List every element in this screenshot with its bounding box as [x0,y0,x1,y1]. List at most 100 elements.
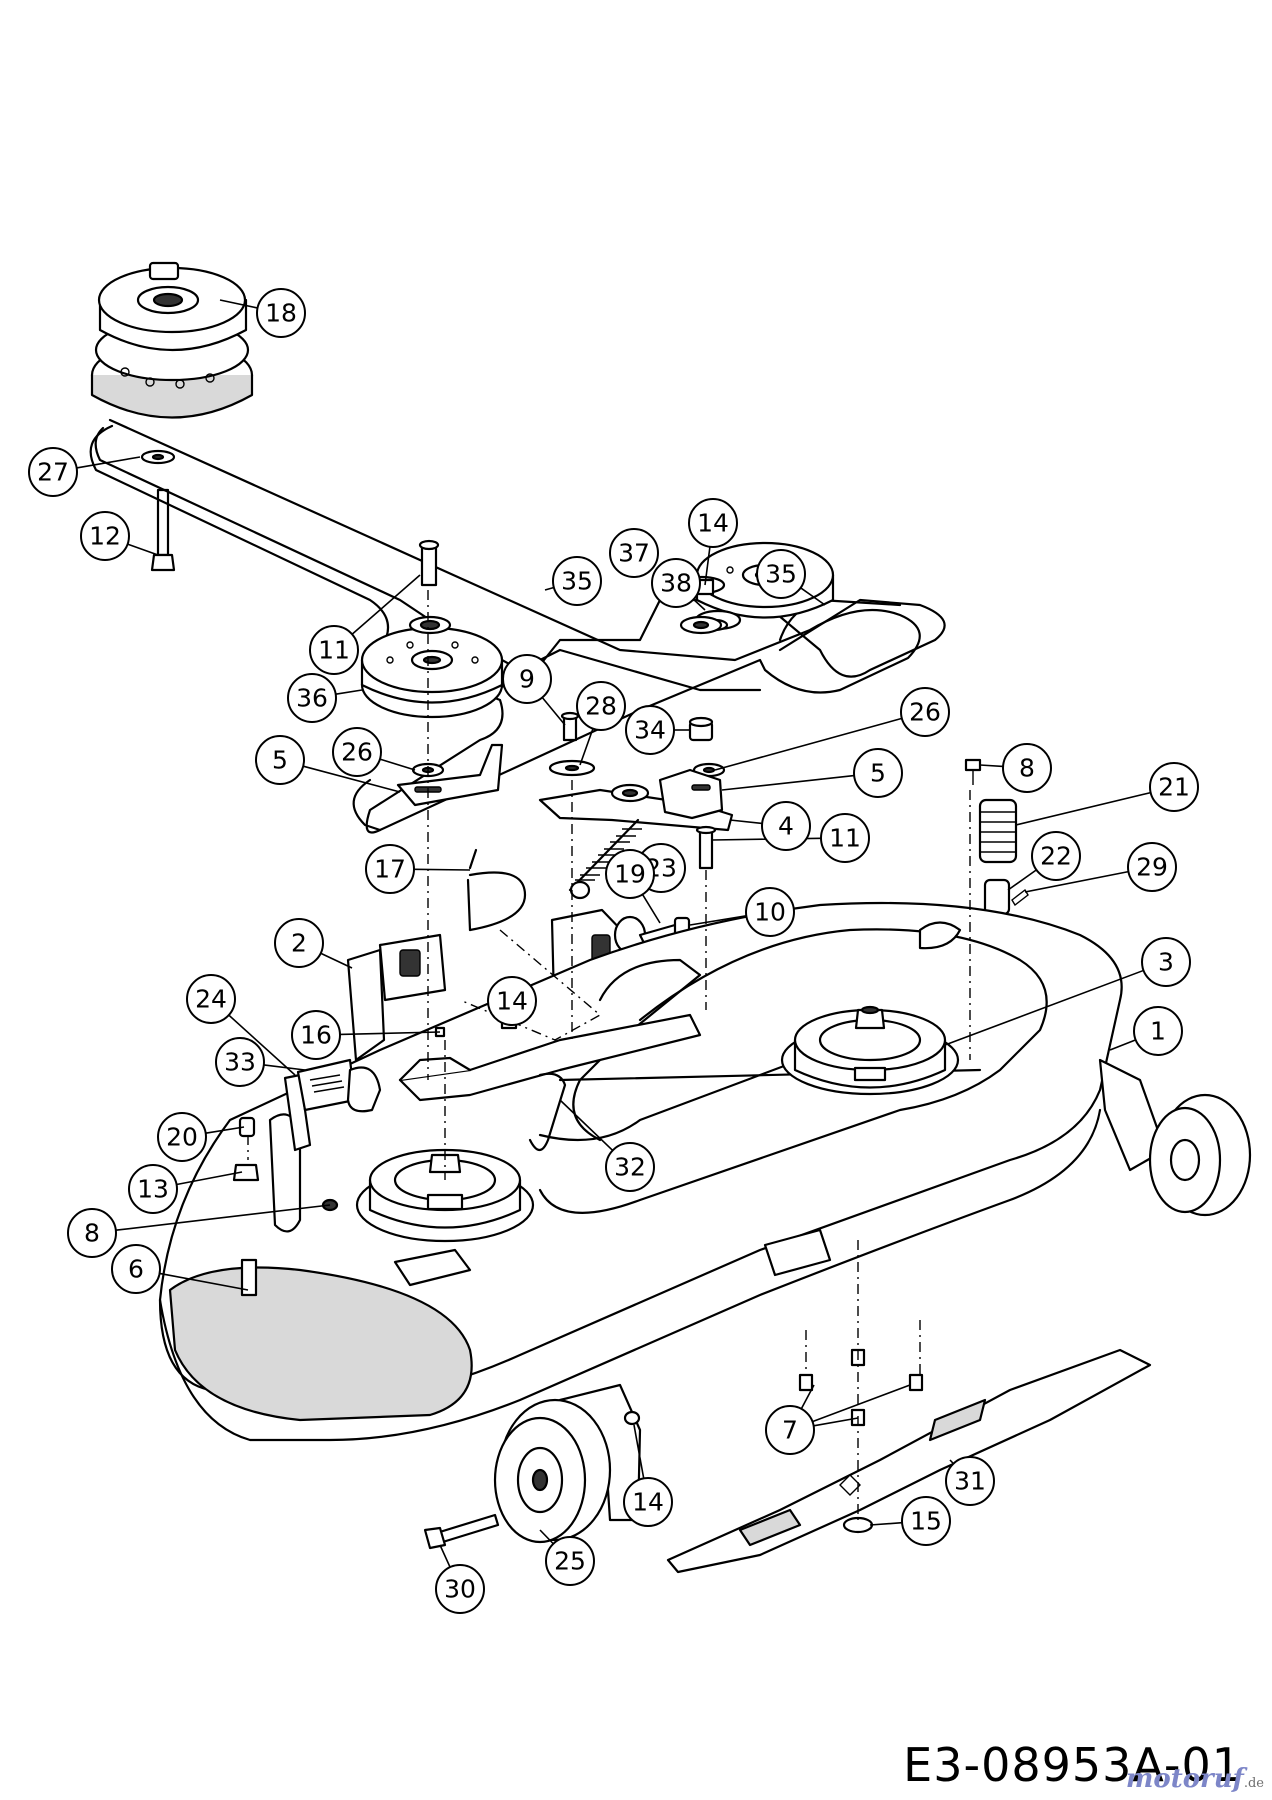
bolt-icon [560,711,580,742]
leader-line [800,1384,815,1410]
belt-icon [89,418,946,834]
deck-hanger-bracket-icon [346,848,527,1062]
washer-icon [140,449,176,465]
screw-icon [964,758,982,785]
leader-line [1015,791,1151,826]
idler-arm-icon [398,1013,702,1152]
callout: 22 [1031,831,1081,881]
callout: 11 [820,813,870,863]
callout-label: 18 [265,299,297,328]
callout: 7 [765,1405,815,1455]
tension-spring-icon [568,818,642,900]
leader-line [205,1126,245,1134]
leader-line [704,546,711,586]
callout: 19 [605,849,655,899]
callout-label: 14 [496,987,528,1016]
callout-label: 11 [318,636,350,665]
callout-label: 28 [585,692,617,721]
callout-label: 20 [166,1123,198,1152]
mower-deck-icon [158,901,1167,1442]
callout: 28 [576,681,626,731]
washer-icon [548,759,596,777]
leader-line [579,728,594,766]
callout-label: 13 [137,1175,169,1204]
leader-line [339,1031,441,1036]
leader-line [413,868,471,871]
leader-line [263,1064,306,1071]
callout-label: 16 [300,1021,332,1050]
callout: 21 [1149,762,1199,812]
deck-latch-icon [283,1058,382,1152]
callout-label: 33 [224,1048,256,1077]
callout-label: 22 [1040,842,1072,871]
callout-label: 34 [634,716,666,745]
leader-line [641,894,661,924]
spindle-right-icon [780,1005,960,1096]
callout: 12 [80,511,130,561]
callout: 6 [111,1244,161,1294]
callout-label: 36 [296,684,328,713]
callout-label: 37 [618,539,650,568]
callout: 9 [502,654,552,704]
callout: 37 [609,528,659,578]
callout-label: 17 [374,855,406,884]
callout: 29 [1127,842,1177,892]
callout: 5 [853,748,903,798]
bolt-icon [623,1348,924,1534]
leader-line [541,696,566,726]
callout: 5 [255,735,305,785]
callout-label: 3 [1158,948,1174,977]
callout: 26 [900,687,950,737]
leader-line [351,574,421,635]
leader-line [869,1521,903,1526]
callout: 25 [545,1536,595,1586]
leader-line [159,1272,249,1291]
leader-line [539,1529,554,1545]
leader-line [714,717,903,771]
callout-label: 15 [910,1507,942,1536]
callout-label: 31 [954,1467,986,1496]
gauge-wheel-front-icon [423,1383,642,1550]
callout-label: 10 [754,898,786,927]
callout: 24 [186,974,236,1024]
leader-line [228,1014,296,1076]
leader-line [115,1204,331,1231]
callout-label: 32 [614,1153,646,1182]
spacer-icon [688,716,714,742]
leader-line [729,819,763,825]
callout-label: 5 [272,746,288,775]
callout-label: 35 [765,560,797,589]
leader-line [559,1099,614,1151]
callout: 31 [945,1456,995,1506]
callout: 38 [651,558,701,608]
leader-line [944,969,1144,1046]
callout-label: 19 [614,860,646,889]
idler-bracket-icon [396,743,734,832]
assembly-lines [247,590,971,1520]
callout-label: 6 [128,1255,144,1284]
leader-line [219,299,258,309]
callout: 11 [309,625,359,675]
leader-line [1109,1039,1136,1051]
callout: 14 [688,498,738,548]
callout: 18 [256,288,306,338]
callout-label: 14 [632,1488,664,1517]
callout-label: 5 [870,759,886,788]
callout-label: 11 [829,824,861,853]
callout-label: 4 [778,812,794,841]
gauge-wheel-right-icon [1148,1093,1252,1217]
callout: 32 [605,1142,655,1192]
callout: 27 [28,447,78,497]
leader-line [693,598,706,611]
callout: 14 [623,1477,673,1527]
callout-label: 26 [909,698,941,727]
leader-line [1007,869,1037,891]
watermark-name: motoruf [1125,1764,1244,1794]
bolt-icon [695,825,717,870]
callout: 3 [1141,937,1191,987]
callout-label: 35 [561,567,593,596]
callout-label: 24 [195,985,227,1014]
leader-line [439,1544,451,1568]
callout-label: 21 [1158,773,1190,802]
